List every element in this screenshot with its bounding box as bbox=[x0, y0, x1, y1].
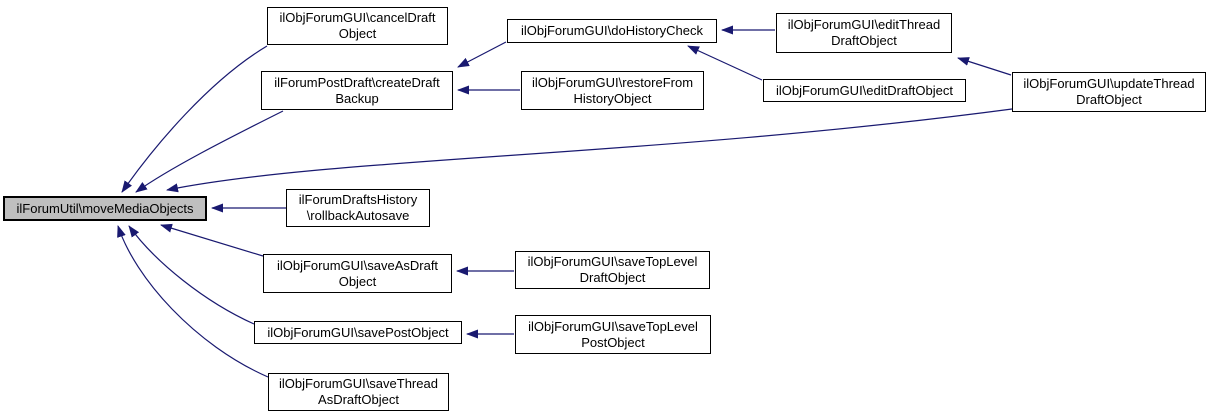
node-label: ilObjForumGUI\restoreFrom HistoryObject bbox=[531, 74, 694, 106]
edge-saveThreadAsDraftObject-to-moveMediaObjects bbox=[117, 225, 269, 378]
graph-node-doHistoryCheck[interactable]: ilObjForumGUI\doHistoryCheck bbox=[507, 19, 717, 43]
graph-node-editThreadDraftObject[interactable]: ilObjForumGUI\editThread DraftObject bbox=[776, 13, 952, 53]
edge-saveAsDraftObject-to-moveMediaObjects bbox=[160, 223, 264, 257]
graph-node-saveTopLevelPostObject[interactable]: ilObjForumGUI\saveTopLevel PostObject bbox=[515, 315, 711, 354]
edge-createDraftBackup-to-moveMediaObjects bbox=[135, 110, 284, 193]
node-label: ilObjForumGUI\saveAsDraft Object bbox=[276, 257, 439, 289]
node-label: ilObjForumGUI\doHistoryCheck bbox=[520, 23, 704, 38]
edge-cancelDraftObject-to-moveMediaObjects bbox=[121, 45, 268, 193]
node-label: ilForumUtil\moveMediaObjects bbox=[16, 200, 194, 216]
graph-node-editDraftObject[interactable]: ilObjForumGUI\editDraftObject bbox=[763, 79, 966, 102]
edge-editDraftObject-to-doHistoryCheck bbox=[687, 45, 763, 81]
graph-node-saveTopLevelDraftObject[interactable]: ilObjForumGUI\saveTopLevel DraftObject bbox=[515, 251, 710, 289]
node-label: ilObjForumGUI\saveTopLevel PostObject bbox=[528, 318, 698, 350]
node-label: ilForumDraftsHistory \rollbackAutosave bbox=[298, 192, 418, 223]
edge-updateThreadDraftObject-to-moveMediaObjects bbox=[166, 108, 1013, 193]
graph-node-cancelDraftObject[interactable]: ilObjForumGUI\cancelDraft Object bbox=[267, 7, 448, 45]
node-label: ilObjForumGUI\saveTopLevel DraftObject bbox=[527, 254, 698, 285]
node-label: ilObjForumGUI\saveThread AsDraftObject bbox=[279, 376, 438, 407]
node-label: ilObjForumGUI\updateThread DraftObject bbox=[1023, 76, 1195, 107]
node-label: ilObjForumGUI\cancelDraft Object bbox=[279, 10, 436, 41]
node-label: ilObjForumGUI\editDraftObject bbox=[776, 82, 953, 98]
node-label: ilObjForumGUI\editThread DraftObject bbox=[787, 17, 941, 48]
edge-updateThreadDraftObject-to-editThreadDraftObject bbox=[957, 57, 1012, 76]
graph-node-savePostObject[interactable]: ilObjForumGUI\savePostObject bbox=[254, 321, 462, 344]
node-label: ilObjForumGUI\savePostObject bbox=[267, 324, 449, 340]
graph-node-moveMediaObjects: ilForumUtil\moveMediaObjects bbox=[3, 196, 207, 221]
graph-node-updateThreadDraftObject[interactable]: ilObjForumGUI\updateThread DraftObject bbox=[1012, 72, 1206, 112]
edge-savePostObject-to-moveMediaObjects bbox=[128, 225, 255, 325]
edge-doHistoryCheck-to-createDraftBackup bbox=[457, 41, 507, 68]
node-label: ilForumPostDraft\createDraft Backup bbox=[274, 74, 440, 106]
graph-node-restoreFromHistoryObject[interactable]: ilObjForumGUI\restoreFrom HistoryObject bbox=[521, 71, 704, 110]
graph-node-rollbackAutosave[interactable]: ilForumDraftsHistory \rollbackAutosave bbox=[286, 189, 430, 227]
graph-node-saveAsDraftObject[interactable]: ilObjForumGUI\saveAsDraft Object bbox=[263, 254, 452, 293]
graph-node-createDraftBackup[interactable]: ilForumPostDraft\createDraft Backup bbox=[261, 71, 453, 110]
graph-node-saveThreadAsDraftObject[interactable]: ilObjForumGUI\saveThread AsDraftObject bbox=[268, 373, 449, 411]
